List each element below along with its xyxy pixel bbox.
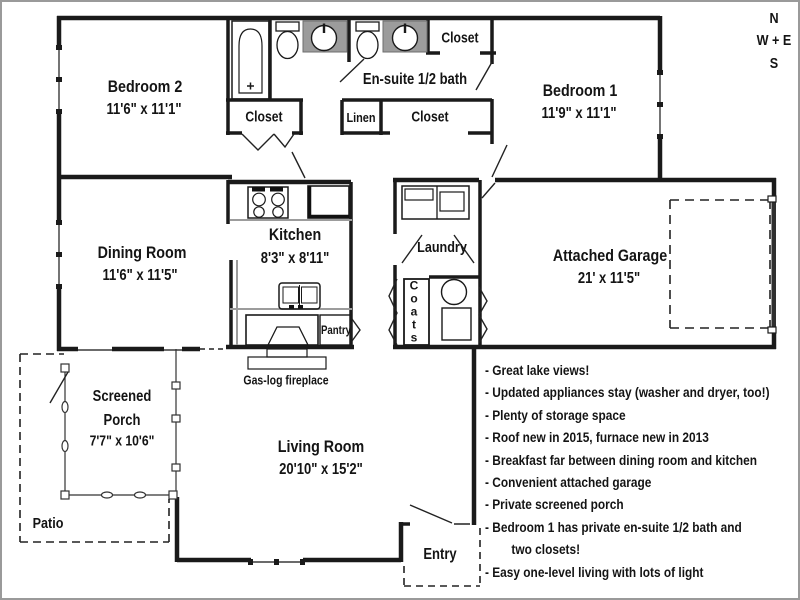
bedroom2-closet-label: Closet (245, 109, 283, 126)
living-dims: 20'10" x 15'2" (279, 460, 363, 478)
garage-door (767, 195, 777, 334)
compass-north: N (769, 10, 779, 28)
door-swings (49, 58, 508, 525)
furnace-icon (441, 307, 472, 341)
kitchen-dims: 8'3" x 8'11" (260, 249, 330, 267)
ensuite-label: En-suite 1/2 bath (362, 70, 468, 88)
sink-icon (382, 20, 428, 53)
feature-item: - Convenient attached garage (485, 475, 652, 491)
sink-icon (302, 20, 348, 53)
compass-west-east: W + E (756, 32, 792, 50)
feature-item: - Roof new in 2015, furnace new in 2013 (485, 430, 709, 446)
feature-list: - Great lake views! - Updated appliances… (485, 360, 798, 584)
porch-screens (60, 349, 181, 500)
kitchen-sink-icon (278, 282, 321, 310)
bathtub-icon (231, 20, 270, 100)
linen-closet-label: Linen (346, 110, 376, 126)
pantry-box (319, 314, 352, 346)
laundry-label: Laundry (417, 239, 467, 257)
feature-item: - Great lake views! (485, 363, 590, 378)
feature-item: - Easy one-level living with lots of lig… (485, 564, 704, 580)
garage-parking-outline (669, 199, 771, 329)
garage-dims: 21' x 11'5" (577, 269, 641, 287)
bath-closet-label: Closet (441, 30, 479, 47)
fireplace-icon (245, 314, 327, 370)
kitchen-label: Kitchen (268, 225, 322, 245)
porch-label-line1: Screened (92, 387, 152, 405)
compass-south: S (769, 55, 779, 73)
porch-label-line2: Porch (103, 411, 141, 429)
toilet-icon (275, 21, 300, 60)
patio-outline (19, 353, 170, 543)
coats-closet-label: C o a t s (409, 278, 419, 345)
pantry-label: Pantry (320, 324, 352, 337)
feature-item: - Updated appliances stay (washer and dr… (485, 385, 770, 401)
stove-icon (247, 186, 289, 219)
patio-label: Patio (32, 515, 64, 533)
feature-item: - Breakfast far between dining room and … (485, 452, 757, 468)
dining-label: Dining Room (97, 243, 187, 263)
porch-dims: 7'7" x 10'6" (89, 433, 155, 450)
toilet-icon (355, 21, 380, 60)
feature-item: - Plenty of storage space (485, 407, 626, 423)
bedroom2-dims: 11'6" x 11'1" (106, 100, 182, 118)
bedroom2-label: Bedroom 2 (107, 77, 183, 97)
water-heater-icon (440, 278, 468, 306)
bedroom1-label: Bedroom 1 (542, 81, 618, 101)
dining-dims: 11'6" x 11'5" (102, 266, 178, 284)
living-label: Living Room (277, 437, 365, 457)
coats-closet-box (403, 278, 430, 346)
window-ticks (56, 45, 663, 565)
exterior-walls (56, 15, 777, 563)
washer-dryer-icon (401, 185, 470, 220)
refrigerator-icon (307, 185, 350, 219)
bedroom1-dims: 11'9" x 11'1" (541, 104, 617, 122)
feature-item: - Bedroom 1 has private en-suite 1/2 bat… (485, 519, 742, 558)
entry-label: Entry (423, 545, 457, 563)
feature-item: - Private screened porch (485, 497, 624, 513)
bedroom1-closet-label: Closet (411, 109, 449, 126)
garage-label: Attached Garage (552, 246, 668, 266)
fireplace-caption: Gas-log fireplace (243, 373, 329, 388)
entry-outline (403, 528, 481, 587)
